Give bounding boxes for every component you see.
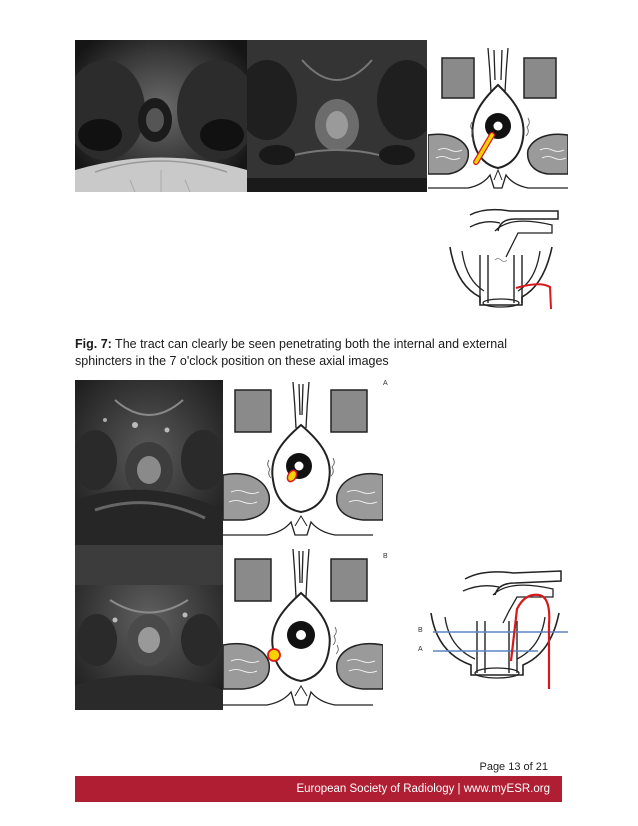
coronal-diagram-levels: B A <box>413 565 568 690</box>
caption-text: The tract can clearly be seen penetratin… <box>75 337 507 368</box>
axial-diagram-b: B <box>223 545 388 715</box>
panel-label-a: A <box>383 380 388 387</box>
caption-label: Fig. 7: <box>75 337 112 351</box>
mri-image-t2-top-left <box>75 40 247 192</box>
footer-bar: European Society of Radiology | www.myES… <box>75 776 562 802</box>
page-number: Page 13 of 21 <box>479 761 548 773</box>
level-label-a: A <box>418 646 423 653</box>
coronal-diagram-top <box>440 205 565 310</box>
figure-caption: Fig. 7: The tract can clearly be seen pe… <box>75 336 565 370</box>
mri-image-axial-b <box>75 545 223 710</box>
axial-diagram-a: A <box>223 380 388 545</box>
level-label-b: B <box>418 627 423 634</box>
panel-label-b: B <box>383 553 388 560</box>
footer-society-text: European Society of Radiology | www.myES… <box>296 783 550 795</box>
mri-image-axial-a <box>75 380 223 545</box>
axial-diagram-top <box>428 40 568 195</box>
mri-image-stir-top-right <box>247 40 427 192</box>
